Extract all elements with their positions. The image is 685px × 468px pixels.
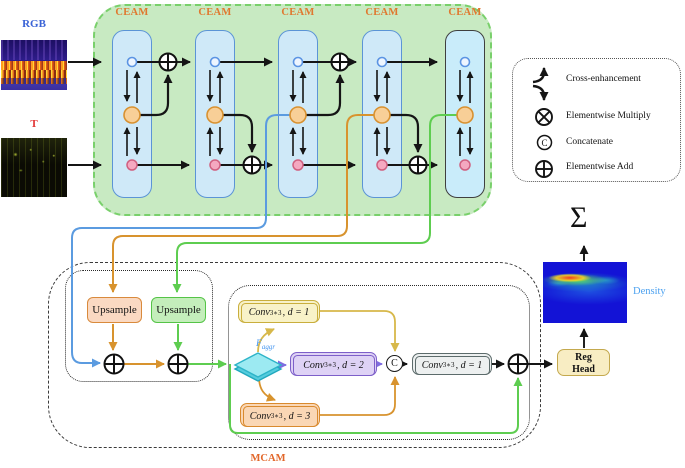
ceam-block-3 [278,30,318,198]
ceam-label-2: CEAM [198,7,232,18]
upsample-rgb-box: Upsample [87,297,142,323]
legend-add-label: Elementwise Add [566,162,634,172]
legend-concatenate-label: Concatenate [566,137,613,147]
upsample-thermal-box: Upsample [151,297,206,323]
density-map-image [543,262,627,323]
thermal-input-label: T [30,118,38,130]
ceam-block-1 [112,30,152,198]
thermal-input-image [1,138,67,197]
ceam-label-5: CEAM [448,7,482,18]
elementwise-add-icon [535,160,553,178]
svg-text:C: C [541,138,547,148]
concatenate-node: C [386,355,403,372]
ceam-label-4: CEAM [365,7,399,18]
summation-symbol: Σ [570,201,588,234]
ceam-label-1: CEAM [115,7,149,18]
ceam-block-5 [445,30,485,198]
mcam-label: MCAM [250,453,286,464]
cross-enhancement-icon [532,67,549,101]
fusion-dotted-box [65,270,213,382]
density-label: Density [633,286,666,297]
f-aggr-label: Faggr [256,339,276,351]
reg-head-box: Reg Head [557,349,610,376]
ceam-block-4 [362,30,402,198]
rgb-input-image [1,40,67,90]
ceam-block-2 [195,30,235,198]
ceam-label-3: CEAM [281,7,315,18]
legend-multiply-label: Elementwise Multiply [566,111,651,121]
rgb-input-label: RGB [22,18,46,30]
elementwise-multiply-icon [535,108,553,126]
concatenate-icon: C [536,134,553,151]
legend-cross-enhancement-label: Cross-enhancement [566,74,641,84]
